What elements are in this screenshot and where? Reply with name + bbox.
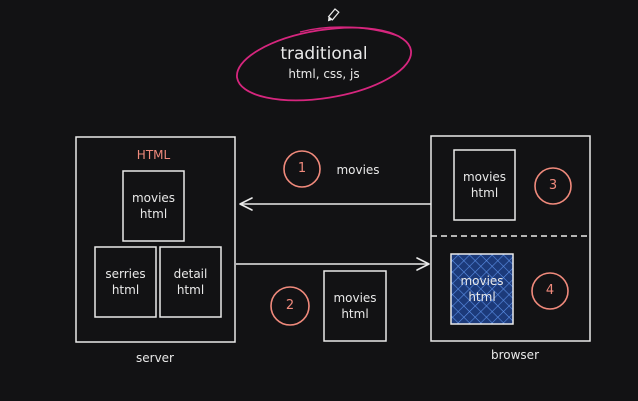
browser-bottom-line2: html — [468, 290, 496, 304]
transfer-box-label: movies html — [324, 271, 386, 341]
browser-bottom-line1: movies — [460, 273, 504, 288]
browser-bottom-movies-box — [450, 253, 514, 325]
server-detail-line1: detail — [173, 266, 208, 281]
server-movies-line1: movies — [131, 190, 176, 205]
step3-number: 3 — [548, 178, 558, 193]
browser-box — [430, 135, 591, 342]
step2-circle — [270, 286, 310, 326]
server-html-header: HTML — [136, 148, 171, 162]
browser-label: browser — [490, 348, 539, 362]
server-movies-label: movies html — [123, 171, 184, 241]
title-sub: html, css, js — [288, 67, 360, 81]
server-movies-line2: html — [139, 207, 168, 221]
server-series-label: serries html — [95, 247, 156, 317]
server-series-box — [94, 246, 157, 318]
browser-bottom-label: movies html — [451, 254, 513, 324]
transfer-line2: html — [341, 307, 369, 321]
title-main: traditional — [280, 44, 368, 64]
step3-circle — [534, 167, 572, 205]
pencil-cursor-icon — [327, 8, 340, 22]
title-ellipse — [236, 26, 412, 102]
browser-top-label: movies html — [454, 150, 515, 220]
step1-circle — [283, 150, 321, 188]
step1-number: 1 — [297, 161, 307, 176]
server-detail-label: detail html — [160, 247, 221, 317]
server-movies-box — [122, 170, 185, 242]
step4-circle — [531, 272, 569, 310]
server-label: server — [136, 351, 174, 365]
browser-top-line2: html — [470, 186, 499, 200]
response-arrow-head — [416, 257, 430, 271]
browser-top-movies-box — [453, 149, 516, 221]
transfer-line1: movies — [333, 290, 377, 305]
server-series-line2: html — [111, 283, 140, 297]
server-detail-line2: html — [176, 283, 205, 297]
browser-top-line1: movies — [462, 169, 507, 184]
transfer-movies-box — [323, 270, 387, 342]
server-detail-box — [159, 246, 222, 318]
request-arrow-head — [239, 197, 253, 211]
step1-label: movies — [336, 163, 380, 177]
server-series-line1: serries — [105, 266, 146, 281]
step4-number: 4 — [545, 283, 555, 298]
step2-number: 2 — [285, 298, 295, 313]
server-box — [75, 136, 236, 343]
